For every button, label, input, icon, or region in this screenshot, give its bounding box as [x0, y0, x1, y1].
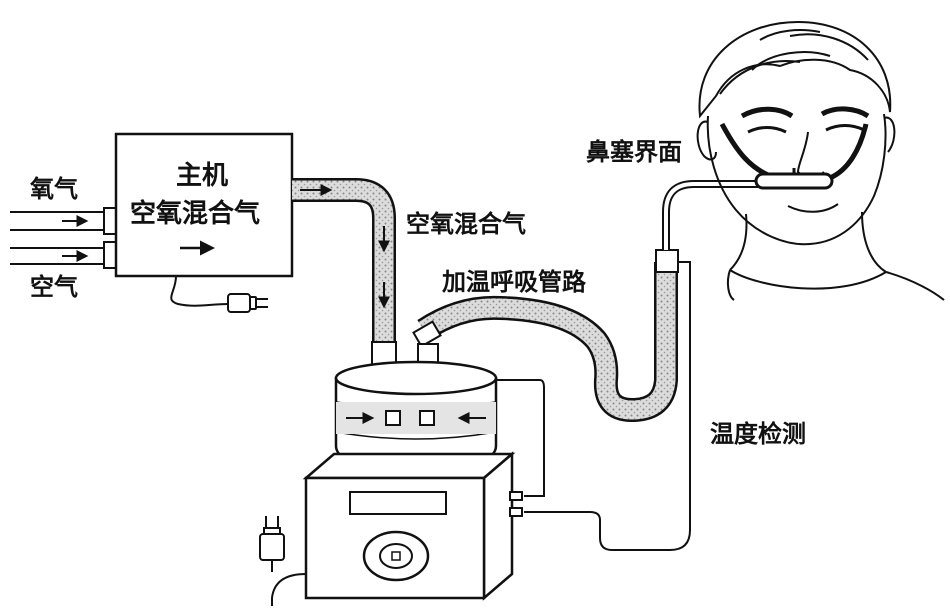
oxygen-inlet-port	[103, 207, 117, 235]
nasal-interface-label: 鼻塞界面	[586, 138, 682, 166]
nasal-cannula	[719, 122, 869, 190]
humidifier-display	[349, 491, 447, 515]
temperature-sensing-wire	[496, 261, 691, 551]
power-plug-icon	[227, 293, 268, 313]
main-unit-title: 主机	[176, 161, 228, 191]
control-knob-icon	[362, 530, 430, 582]
temperature-probe	[655, 249, 679, 273]
air-inlet-port	[103, 241, 117, 269]
humidifier-chamber	[334, 360, 498, 470]
inlet-arrows	[62, 215, 89, 262]
main-power-cord	[170, 275, 229, 307]
humidifier-base	[302, 451, 523, 601]
humidifier-power-cord	[271, 560, 307, 606]
main-unit-subtitle: 空氧混合气	[130, 198, 260, 229]
patient-head	[696, 20, 945, 301]
air-label: 空气	[30, 273, 78, 301]
heated-breathing-circuit	[417, 262, 678, 423]
mixed-gas-tube	[292, 178, 397, 369]
heated-circuit-label: 加温呼吸管路	[442, 268, 587, 296]
oxygen-label: 氧气	[30, 175, 78, 203]
temp-sensing-label: 温度检测	[710, 420, 806, 448]
power-plug-icon	[259, 516, 285, 561]
main-unit: 主机 空氧混合气	[114, 132, 294, 278]
inlet-lines	[10, 211, 108, 265]
mixed-gas-label: 空氧混合气	[406, 210, 526, 238]
